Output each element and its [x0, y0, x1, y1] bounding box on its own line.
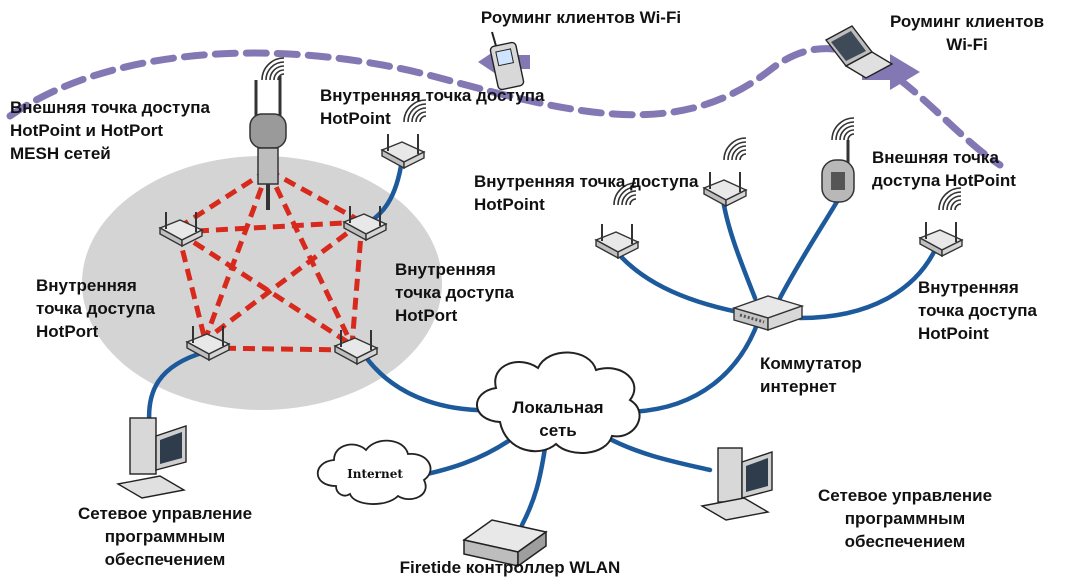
- lan-label: Локальная сеть: [512, 398, 604, 440]
- internet-label: Internet: [347, 467, 403, 481]
- cable-lan-to-switch: [625, 319, 761, 415]
- roaming-phone-label: Роуминг клиентов Wi-Fi: [480, 8, 682, 27]
- cable-switch-ap1: [612, 247, 741, 315]
- mesh-link: [349, 221, 365, 346]
- lan-cloud: [476, 351, 641, 455]
- mesh-link: [177, 219, 363, 235]
- controller-icon: [462, 519, 548, 568]
- mgmt-left-label: Сетевое управление программным обеспечен…: [77, 504, 253, 569]
- outdoor-hotpoint-icon: [821, 140, 855, 203]
- roaming-laptop-label: Роуминг клиентов Wi-Fi: [889, 12, 1045, 54]
- cable-lan-to-controller: [519, 445, 548, 528]
- router-icon: [919, 221, 963, 257]
- cable-switch-ap3: [777, 197, 841, 301]
- wifi-signal-icon: [723, 137, 747, 161]
- mgmt-right-label: Сетевое управление программным обеспечен…: [817, 486, 993, 551]
- outdoor-mesh-ap-label: Внешняя точка доступа HotPoint и HotPort…: [10, 98, 210, 163]
- wifi-signal-icon: [831, 117, 855, 141]
- outdoor-hotpoint-label: Внешняя точка доступа HotPoint: [872, 148, 1016, 190]
- indoor-hotport-right-label: Внутренняя точка доступа HotPort: [395, 260, 514, 325]
- workstation-right-icon: [700, 447, 773, 521]
- router-icon: [381, 133, 425, 169]
- cable-switch-ap4: [797, 247, 938, 321]
- switch-icon: [731, 295, 805, 331]
- mesh-link: [176, 229, 354, 348]
- internet-cloud: [316, 439, 432, 505]
- workstation-left-icon: [116, 417, 187, 499]
- indoor-hotpoint-top-label: Внутренняя точка доступа HotPoint: [320, 86, 545, 128]
- mesh-link: [203, 220, 364, 342]
- outdoor-ap-icon: [249, 76, 287, 210]
- controller-label: Firetide контроллер WLAN: [399, 558, 621, 577]
- mesh-link: [202, 169, 271, 341]
- mesh-link: [265, 168, 355, 347]
- laptop-icon: [824, 25, 894, 79]
- cable-switch-ap2: [720, 197, 758, 301]
- switch-label: Коммутатор интернет: [760, 354, 862, 396]
- phone-icon: [489, 31, 525, 91]
- roaming-arrow-right: [862, 54, 920, 90]
- indoor-hotpoint-right-label: Внутренняя точка доступа HotPoint: [918, 278, 1037, 343]
- cable-lan-to-pc-right: [605, 435, 713, 473]
- indoor-hotport-left-label: Внутренняя точка доступа HotPort: [36, 276, 155, 341]
- indoor-hotpoint-mid-label: Внутренняя точка доступа HotPoint: [474, 172, 699, 214]
- router-icon: [595, 223, 639, 259]
